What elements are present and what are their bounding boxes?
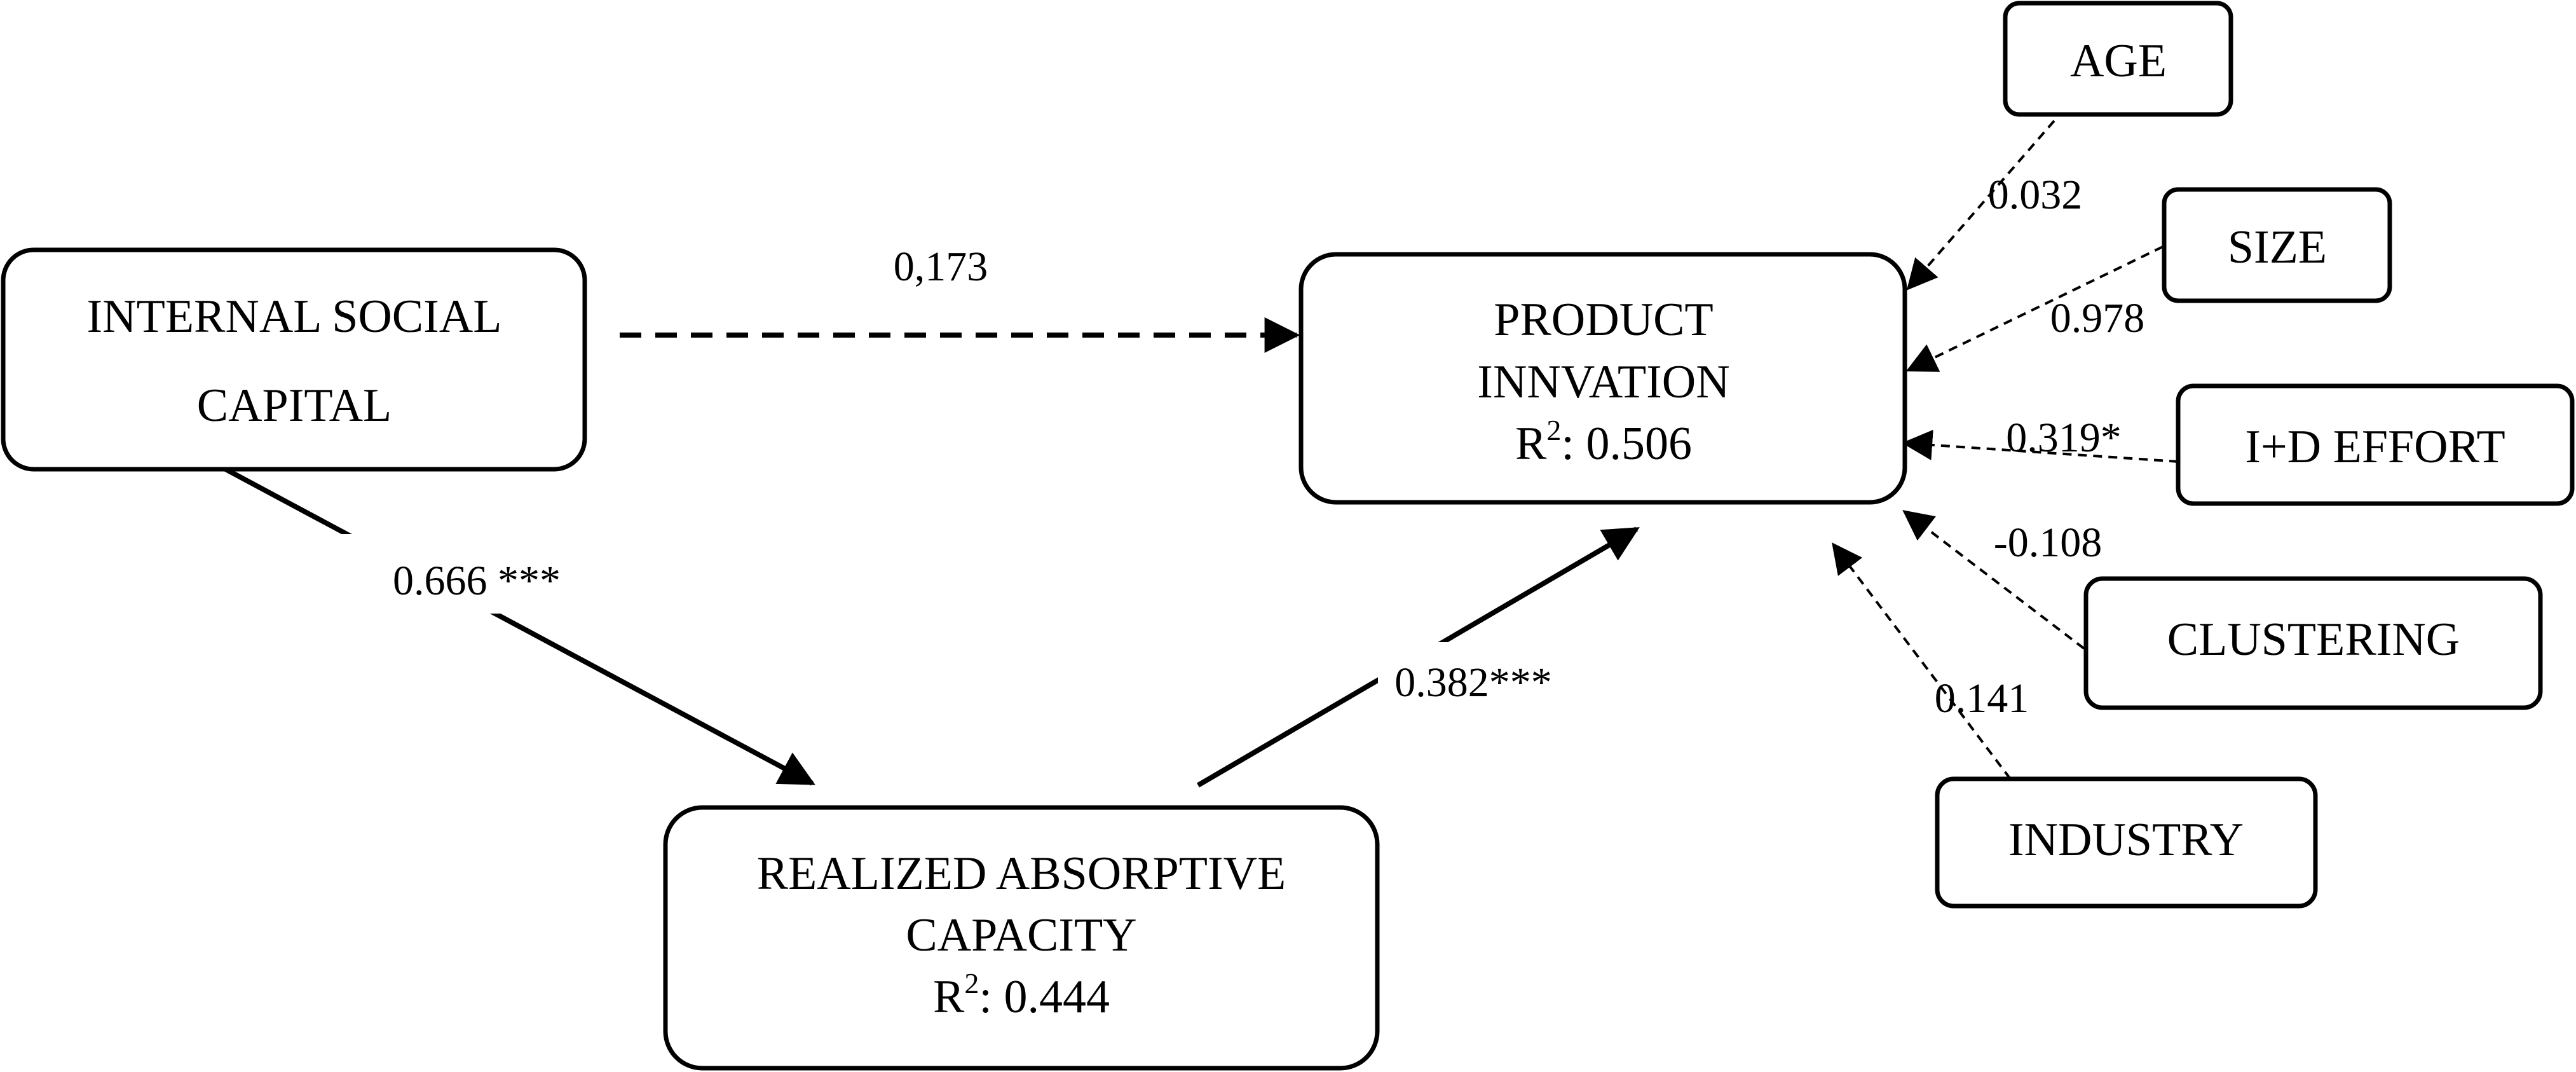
node-rac-r2: R2: 0.444 xyxy=(933,967,1110,1023)
edge-label-isc-rac: 0.666 *** xyxy=(393,558,561,604)
node-rac-line-1: REALIZED ABSORPTIVE xyxy=(757,848,1286,900)
node-industry-label: INDUSTRY xyxy=(2008,814,2244,866)
edge-industry-pi-arrow xyxy=(1832,542,2012,780)
node-realized-absorptive-capacity: REALIZED ABSORPTIVE CAPACITY R2: 0.444 xyxy=(663,805,1380,1071)
node-pi-line-1: PRODUCT xyxy=(1494,294,1713,346)
edge-label-age-pi: 0.032 xyxy=(1988,172,2083,218)
node-isc-line-1: INTERNAL SOCIAL xyxy=(87,291,502,343)
node-clustering: CLUSTERING xyxy=(2083,576,2543,710)
edge-label-isc-pi: 0,173 xyxy=(894,244,988,290)
edge-label-id-pi: 0.319* xyxy=(2006,415,2122,461)
edge-clustering-pi-arrow xyxy=(1902,510,2085,650)
edge-label-size-pi: 0.978 xyxy=(2050,295,2145,341)
edge-label-industry-pi: 0.141 xyxy=(1935,675,2029,722)
edge-label-clustering-pi: -0.108 xyxy=(1994,519,2102,566)
node-clustering-label: CLUSTERING xyxy=(2167,614,2460,666)
node-pi-r2: R2: 0.506 xyxy=(1515,414,1692,470)
edge-size-pi-arrow xyxy=(1905,245,2164,372)
node-size-label: SIZE xyxy=(2228,221,2327,273)
node-rac-line-2: CAPACITY xyxy=(906,909,1136,961)
node-isc-line-2: CAPITAL xyxy=(197,380,392,432)
node-age-label: AGE xyxy=(2070,35,2167,87)
edge-isc-rac-arrow xyxy=(224,467,815,786)
node-product-innovation: PRODUCT INNVATION R2: 0.506 xyxy=(1298,252,1907,505)
node-pi-line-2: INNVATION xyxy=(1477,356,1729,408)
node-size: SIZE xyxy=(2162,187,2392,303)
node-age: AGE xyxy=(2003,1,2233,117)
edge-age-pi-arrow xyxy=(1906,120,2055,291)
node-industry: INDUSTRY xyxy=(1935,776,2318,909)
edge-label-rac-pi: 0.382*** xyxy=(1394,659,1552,706)
node-id-effort-label: I+D EFFORT xyxy=(2245,421,2505,473)
node-internal-social-capital: INTERNAL SOCIAL CAPITAL xyxy=(1,247,587,472)
node-id-effort: I+D EFFORT xyxy=(2176,383,2575,506)
